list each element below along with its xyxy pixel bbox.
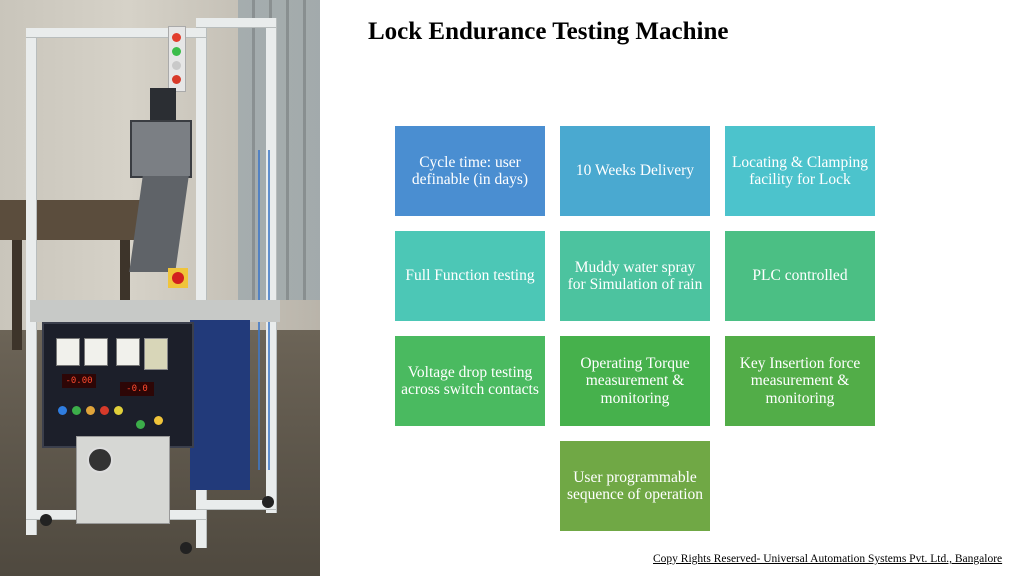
frame-post xyxy=(26,30,36,535)
feature-tile: Cycle time: user definable (in days) xyxy=(395,126,545,216)
frame-post xyxy=(196,18,206,548)
feature-tile: Locating & Clamping facility for Lock xyxy=(725,126,875,216)
analog-meter-icon xyxy=(116,338,140,366)
feature-tile: Voltage drop testing across switch conta… xyxy=(395,336,545,426)
knob-icon xyxy=(72,406,81,415)
feature-tile: PLC controlled xyxy=(725,231,875,321)
photo-workbench-leg xyxy=(12,240,22,350)
red-lamp-icon xyxy=(172,33,181,42)
green-lamp-icon xyxy=(172,47,181,56)
feature-label: Voltage drop testing across switch conta… xyxy=(401,363,539,399)
feature-label: Key Insertion force measurement & monito… xyxy=(739,354,861,407)
stack-light xyxy=(168,26,186,92)
machine-photo: -0.00 -0.0 xyxy=(0,0,320,576)
emergency-stop-icon xyxy=(168,268,188,288)
knob-icon xyxy=(86,406,95,415)
copyright-footer: Copy Rights Reserved- Universal Automati… xyxy=(653,553,1003,565)
knob-icon xyxy=(100,406,109,415)
frame-rail xyxy=(26,28,206,37)
frame-rail xyxy=(196,500,276,509)
feature-label: 10 Weeks Delivery xyxy=(575,162,695,180)
frame-post xyxy=(266,18,276,513)
frame-rail xyxy=(196,18,276,27)
junction-box xyxy=(76,436,170,524)
knob-icon xyxy=(136,420,145,429)
feature-tile: Operating Torque measurement & monitorin… xyxy=(560,336,710,426)
feature-tile: Full Function testing xyxy=(395,231,545,321)
photo-window xyxy=(238,0,320,300)
digital-display-right: -0.0 xyxy=(120,382,154,396)
knob-icon xyxy=(58,406,67,415)
analog-meter-icon xyxy=(84,338,108,366)
red-lamp-icon xyxy=(172,75,181,84)
knob-icon xyxy=(114,406,123,415)
feature-label: Full Function testing xyxy=(405,267,535,285)
caster-wheel-icon xyxy=(40,514,52,526)
actuator-arm xyxy=(150,88,176,124)
knob-icon xyxy=(154,416,163,425)
feature-tile: Muddy water spray for Simulation of rain xyxy=(560,231,710,321)
feature-label: Cycle time: user definable (in days) xyxy=(411,153,529,189)
white-lamp-icon xyxy=(172,61,181,70)
photo-workbench xyxy=(0,200,150,240)
keypad-icon xyxy=(144,338,168,370)
feature-label: Operating Torque measurement & monitorin… xyxy=(580,354,690,407)
table-plate xyxy=(30,300,280,322)
feature-tile: User programmable sequence of operation xyxy=(560,441,710,531)
analog-meter-icon xyxy=(56,338,80,366)
caster-wheel-icon xyxy=(262,496,274,508)
feature-label: PLC controlled xyxy=(752,267,848,285)
feature-tile: 10 Weeks Delivery xyxy=(560,126,710,216)
feature-tile: Key Insertion force measurement & monito… xyxy=(725,336,875,426)
feature-label: Locating & Clamping facility for Lock xyxy=(731,153,869,189)
dial-icon xyxy=(87,447,113,473)
test-head xyxy=(130,120,192,178)
electrical-cabinet xyxy=(190,320,250,490)
photo-workbench-leg xyxy=(120,240,130,350)
caster-wheel-icon xyxy=(180,542,192,554)
feature-label: Muddy water spray for Simulation of rain xyxy=(567,258,703,294)
digital-display-left: -0.00 xyxy=(62,374,96,388)
slide-title: Lock Endurance Testing Machine xyxy=(368,18,729,45)
control-panel: -0.00 -0.0 xyxy=(42,322,194,448)
feature-label: User programmable sequence of operation xyxy=(567,468,703,504)
